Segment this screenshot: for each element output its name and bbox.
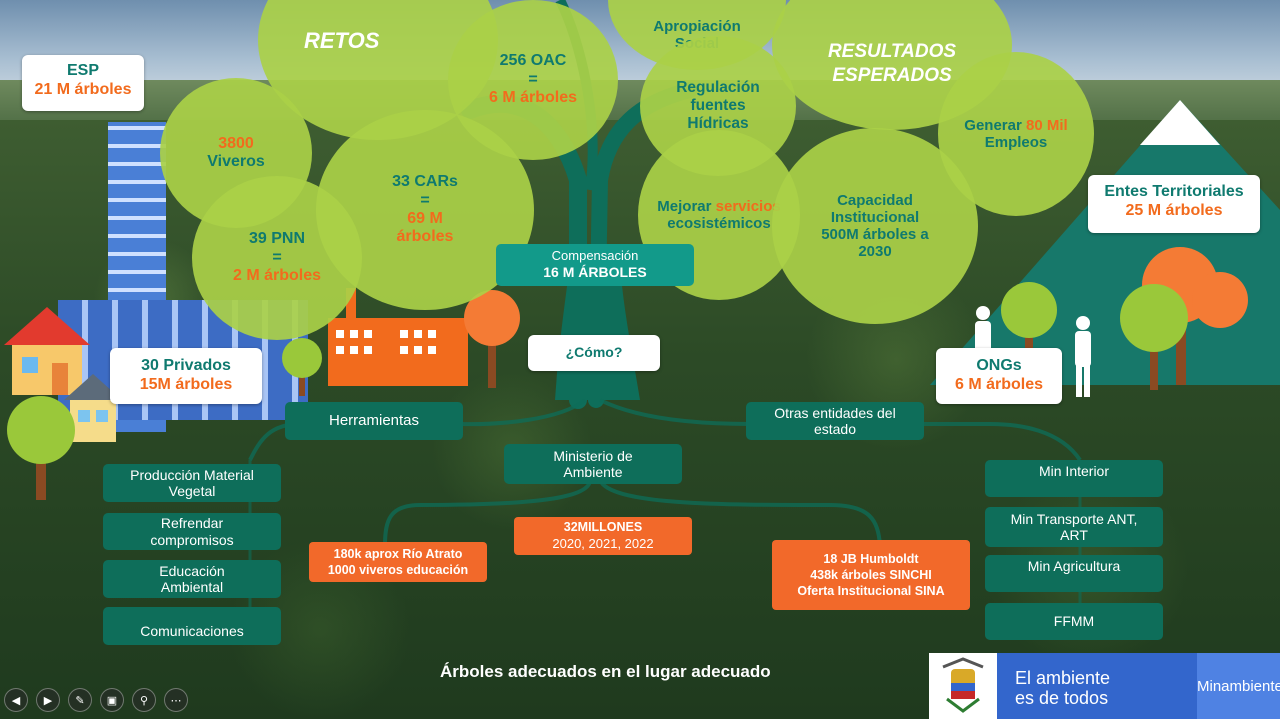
gov-brand-bar: El ambiente es de todos Minambiente bbox=[929, 653, 1280, 719]
house-yellow bbox=[62, 372, 124, 442]
compensacion-box: Compensación 16 M ÁRBOLES bbox=[496, 244, 694, 286]
minambiente-label: Minambiente bbox=[1197, 653, 1280, 719]
otras-entidad-item[interactable]: Min Agricultura bbox=[985, 555, 1163, 592]
esp-card: ESP 21 M árboles bbox=[22, 55, 144, 111]
entes-territoriales-card: Entes Territoriales 25 M árboles bbox=[1088, 175, 1260, 233]
tree-icon-mid bbox=[276, 336, 328, 396]
otras-entidades-orange-box: 18 JB Humboldt 438k árboles SINCHI Ofert… bbox=[772, 540, 970, 610]
person-silhouette-icon bbox=[1068, 315, 1098, 397]
tagline: Árboles adecuados en el lugar adecuado bbox=[440, 662, 771, 681]
ongs-card: ONGs 6 M árboles bbox=[936, 348, 1062, 404]
more-icon[interactable]: ⋯ bbox=[164, 688, 188, 712]
herramienta-item[interactable]: Comunicaciones bbox=[103, 607, 281, 645]
oac-circle: 256 OAC=6 M árboles bbox=[448, 0, 618, 160]
ministerio-header[interactable]: Ministerio de Ambiente bbox=[504, 444, 682, 484]
otras-entidad-item[interactable]: Min Transporte ANT, ART bbox=[985, 507, 1163, 547]
herramientas-header[interactable]: Herramientas bbox=[285, 402, 463, 440]
gov-slogan: El ambiente es de todos bbox=[997, 653, 1197, 719]
previous-icon[interactable]: ◀ bbox=[4, 688, 28, 712]
coat-of-arms-icon bbox=[929, 653, 997, 719]
herramienta-item[interactable]: Educación Ambiental bbox=[103, 560, 281, 598]
ministerio-left-box: 180k aprox Río Atrato 1000 viveros educa… bbox=[309, 542, 487, 582]
next-icon[interactable]: ▶ bbox=[36, 688, 60, 712]
privados-card: 30 Privados 15M árboles bbox=[110, 348, 262, 404]
como-button[interactable]: ¿Cómo? bbox=[528, 335, 660, 371]
pen-icon[interactable]: ✎ bbox=[68, 688, 92, 712]
herramienta-item[interactable]: Refrendar compromisos bbox=[103, 513, 281, 550]
slides-icon[interactable]: ▣ bbox=[100, 688, 124, 712]
tree-icon-left bbox=[0, 390, 82, 500]
herramienta-item[interactable]: Producción Material Vegetal bbox=[103, 464, 281, 502]
zoom-icon[interactable]: ⚲ bbox=[132, 688, 156, 712]
pnn-circle: 39 PNN=2 M árboles bbox=[192, 176, 362, 340]
otras-entidad-item[interactable]: Min Interior bbox=[985, 460, 1163, 497]
presentation-nav-bar: ◀ ▶ ✎ ▣ ⚲ ⋯ bbox=[4, 688, 188, 714]
otras-entidad-item[interactable]: FFMM bbox=[985, 603, 1163, 640]
otras-entidades-header[interactable]: Otras entidades del estado bbox=[746, 402, 924, 440]
factory bbox=[328, 288, 468, 386]
capacidad-circle: Capacidad Institucional 500M árboles a 2… bbox=[772, 128, 978, 324]
tree-icon-orange bbox=[450, 288, 534, 388]
ministerio-center-box: 32MILLONES 2020, 2021, 2022 bbox=[514, 517, 692, 555]
house-red-roof bbox=[2, 305, 92, 395]
